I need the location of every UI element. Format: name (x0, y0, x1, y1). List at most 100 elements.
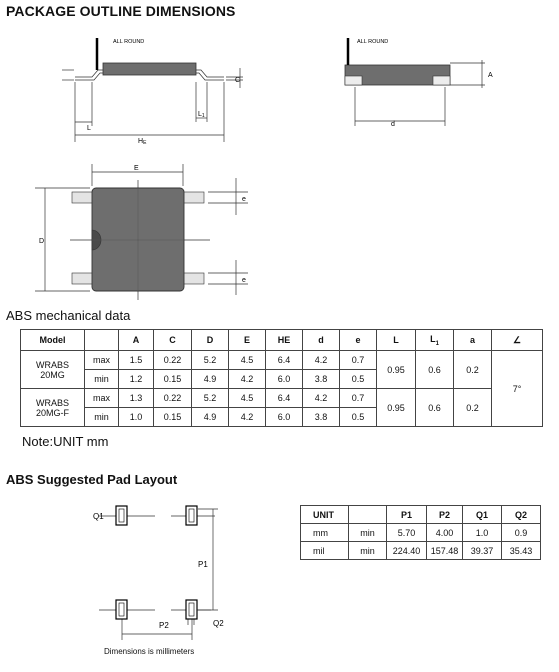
mech-header-row: Model A C D E HE d e L L1 a ∠ (20, 329, 543, 351)
cell-e-small: 0.5 (339, 369, 377, 389)
cell-he: 6.4 (265, 350, 303, 370)
end-body (344, 64, 451, 86)
all-round-label-2: ALL ROUND (357, 39, 388, 45)
cell-a: 1.5 (118, 350, 154, 370)
header-l1: L1 (415, 329, 454, 351)
left-lead-lower (75, 72, 103, 81)
p2-label: P2 (159, 621, 169, 630)
cell-d: 5.2 (191, 388, 229, 408)
top-view-drawing: E D e e (35, 164, 248, 300)
cell-l1: 0.6 (415, 388, 454, 427)
end-lead-left (344, 75, 363, 86)
cell-e-big: 4.5 (228, 388, 266, 408)
pad-cell-p1: 224.40 (386, 541, 427, 560)
cell-d: 5.2 (191, 350, 229, 370)
pad-layout-drawing: Q1 P1 P2 Q2 (93, 505, 224, 640)
cell-e-big: 4.2 (228, 369, 266, 389)
header-angle: ∠ (491, 329, 543, 351)
side-view-drawing: ALL ROUND C L L1 HE (62, 38, 243, 146)
pad-caption: Dimensions is millimeters (104, 647, 195, 656)
all-round-label-1: ALL ROUND (113, 39, 144, 45)
header-l: L (376, 329, 416, 351)
pad-cell-p2: 157.48 (426, 541, 463, 560)
row-label: max (84, 388, 119, 408)
cell-a: 1.0 (118, 407, 154, 427)
mechanical-title: ABS mechanical data (6, 308, 131, 323)
p1-label: P1 (198, 560, 208, 569)
cell-c: 0.22 (153, 350, 192, 370)
cell-d-small: 3.8 (302, 407, 340, 427)
pad-header-p1: P1 (386, 505, 427, 524)
header-blank (84, 329, 119, 351)
pad-tr-inner (188, 508, 195, 523)
cell-he: 6.4 (265, 388, 303, 408)
header-a: A (118, 329, 154, 351)
cell-d: 4.9 (191, 369, 229, 389)
l1-label: L1 (198, 111, 205, 119)
header-d: D (191, 329, 229, 351)
cell-he: 6.0 (265, 407, 303, 427)
a-label: A (488, 72, 493, 79)
side-body (102, 62, 197, 76)
table-row: min 1.2 0.15 4.9 4.2 6.0 3.8 0.5 (21, 369, 543, 389)
c-label: C (235, 77, 240, 84)
pad-tl-inner (118, 508, 125, 523)
cell-l1: 0.6 (415, 350, 454, 389)
cell-e-small: 0.7 (339, 350, 377, 370)
table-row: mil min 224.40 157.48 39.37 35.43 (300, 541, 541, 560)
row-label: min (84, 407, 119, 427)
pad-cell-p1: 5.70 (386, 523, 427, 542)
table-row: mm min 5.70 4.00 1.0 0.9 (300, 523, 541, 542)
header-e-big: E (228, 329, 266, 351)
q1-label: Q1 (93, 512, 104, 521)
cell-a: 1.3 (118, 388, 154, 408)
pad-header-unit: UNIT (300, 505, 349, 524)
cell-a-small: 0.2 (453, 388, 492, 427)
header-e-small: e (339, 329, 377, 351)
cell-d: 4.9 (191, 407, 229, 427)
right-lead-lower (196, 72, 224, 81)
d-label: d (391, 121, 395, 128)
cell-e-big: 4.2 (228, 407, 266, 427)
cell-d-small: 4.2 (302, 388, 340, 408)
header-a-small: a (453, 329, 492, 351)
right-lead-upper (196, 69, 224, 78)
pad-cell-q2: 35.43 (501, 541, 541, 560)
d-side-label: D (39, 238, 44, 245)
pad-layout-title: ABS Suggested Pad Layout (6, 472, 178, 487)
cell-a-small: 0.2 (453, 350, 492, 389)
pad-cell-q1: 1.0 (462, 523, 502, 542)
cell-d-small: 4.2 (302, 350, 340, 370)
pad-br-inner (188, 602, 195, 617)
pad-header-q2: Q2 (501, 505, 541, 524)
table-row: min 1.0 0.15 4.9 4.2 6.0 3.8 0.5 (21, 407, 543, 427)
cell-d-small: 3.8 (302, 369, 340, 389)
pad-cell-p2: 4.00 (426, 523, 463, 542)
pad-bl-inner (118, 602, 125, 617)
pad-cell-q1: 39.37 (462, 541, 502, 560)
header-c: C (153, 329, 192, 351)
pad-cell-unit: mm (300, 523, 349, 542)
he-label: HE (138, 138, 147, 146)
cell-c: 0.15 (153, 407, 192, 427)
outline-title: PACKAGE OUTLINE DIMENSIONS (6, 3, 236, 19)
unit-note: Note:UNIT mm (22, 434, 109, 449)
e-top-label: e (242, 196, 246, 203)
cell-c: 0.15 (153, 369, 192, 389)
cell-e-small: 0.5 (339, 407, 377, 427)
cell-a: 1.2 (118, 369, 154, 389)
cell-l: 0.95 (376, 350, 416, 389)
pad-header-p2: P2 (426, 505, 463, 524)
header-d-small: d (302, 329, 340, 351)
pad-cell-q2: 0.9 (501, 523, 541, 542)
e-bottom-label: e (242, 277, 246, 284)
left-lead-upper (75, 69, 103, 78)
cell-c: 0.22 (153, 388, 192, 408)
pad-cell-type: min (348, 523, 387, 542)
e-label: E (134, 165, 139, 172)
pad-header-row: UNIT P1 P2 Q1 Q2 (300, 505, 541, 524)
